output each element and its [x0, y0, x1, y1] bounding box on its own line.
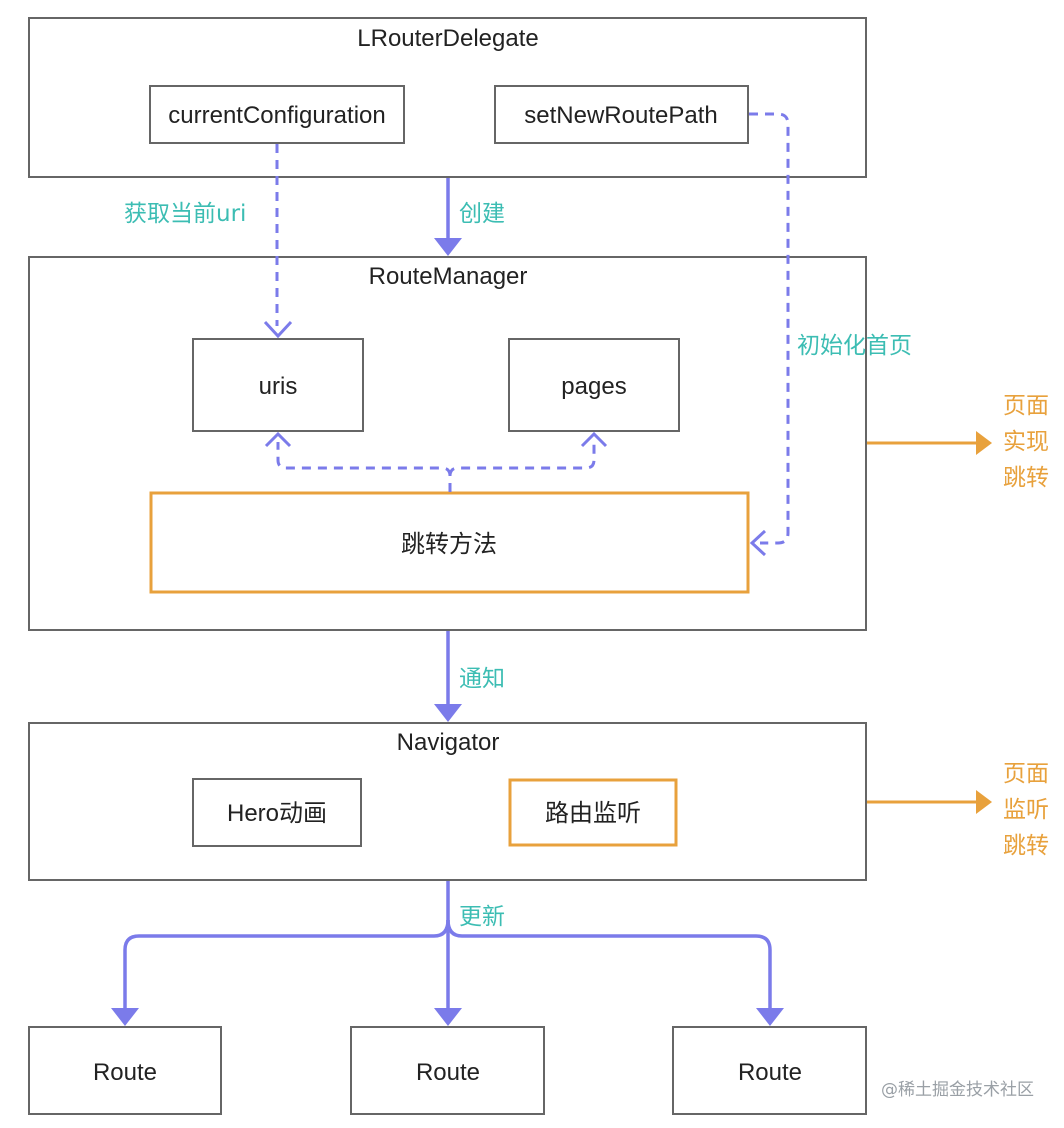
routemanager-title: RouteManager — [369, 263, 528, 290]
route-label-3: Route — [738, 1059, 802, 1086]
navigator-container — [28, 722, 867, 881]
update-arrow-line-right — [446, 919, 772, 1010]
notify-label: 通知 — [459, 666, 505, 692]
watermark: @稀土掘金技术社区 — [881, 1080, 1034, 1100]
create-arrow-head — [434, 238, 462, 256]
hero-animation-box — [192, 778, 362, 847]
route-listen-label: 路由监听 — [545, 800, 641, 827]
implement-note-line-1: 页面 — [1003, 393, 1049, 419]
route-label-1: Route — [93, 1059, 157, 1086]
jump-to-uris-arrow-head — [264, 431, 292, 448]
route-box-1 — [28, 1026, 222, 1115]
implement-note-line-2: 实现 — [1003, 429, 1049, 455]
jump-method-box — [149, 491, 750, 594]
route-listen-box — [508, 778, 678, 847]
listen-note-line-1: 页面 — [1003, 761, 1049, 787]
update-arrow-line-left — [123, 919, 450, 1010]
pages-box — [508, 338, 680, 432]
listen-note-line-2: 监听 — [1003, 797, 1049, 823]
implement-note-line-3: 跳转 — [1003, 465, 1049, 491]
route-label-2: Route — [416, 1059, 480, 1086]
update-label: 更新 — [459, 904, 505, 930]
hero-animation-label: Hero动画 — [227, 800, 327, 827]
jump-to-pages-arrow-line — [448, 442, 596, 477]
route-box-2 — [350, 1026, 545, 1115]
listen-note-line-3: 跳转 — [1003, 833, 1049, 859]
update-arrow-head-center — [434, 1008, 462, 1026]
jump-method-label: 跳转方法 — [401, 531, 497, 558]
init-home-arrow-line — [749, 112, 790, 545]
notify-arrow-head — [434, 704, 462, 722]
lrouterdelegate-title: LRouterDelegate — [357, 25, 538, 52]
navigator-title: Navigator — [397, 729, 500, 756]
listen-side-arrow-head — [976, 790, 992, 814]
init-home-arrow-head — [749, 529, 767, 557]
set-new-route-path-box — [494, 85, 749, 144]
get-uri-label: 获取当前uri — [124, 201, 246, 227]
update-arrow-head-left — [111, 1008, 139, 1026]
current-configuration-box — [149, 85, 405, 144]
uris-box — [192, 338, 364, 432]
set-new-route-path-label: setNewRoutePath — [524, 102, 717, 129]
pages-label: pages — [561, 373, 626, 400]
implement-side-arrow-head — [976, 431, 992, 455]
update-arrow-head-right — [756, 1008, 784, 1026]
jump-to-pages-arrow-head — [580, 431, 608, 448]
route-box-3 — [672, 1026, 867, 1115]
init-home-label: 初始化首页 — [797, 333, 912, 359]
create-label: 创建 — [459, 201, 505, 227]
uris-label: uris — [259, 373, 298, 400]
current-configuration-label: currentConfiguration — [168, 102, 385, 129]
get-uri-arrow-head — [263, 320, 293, 339]
